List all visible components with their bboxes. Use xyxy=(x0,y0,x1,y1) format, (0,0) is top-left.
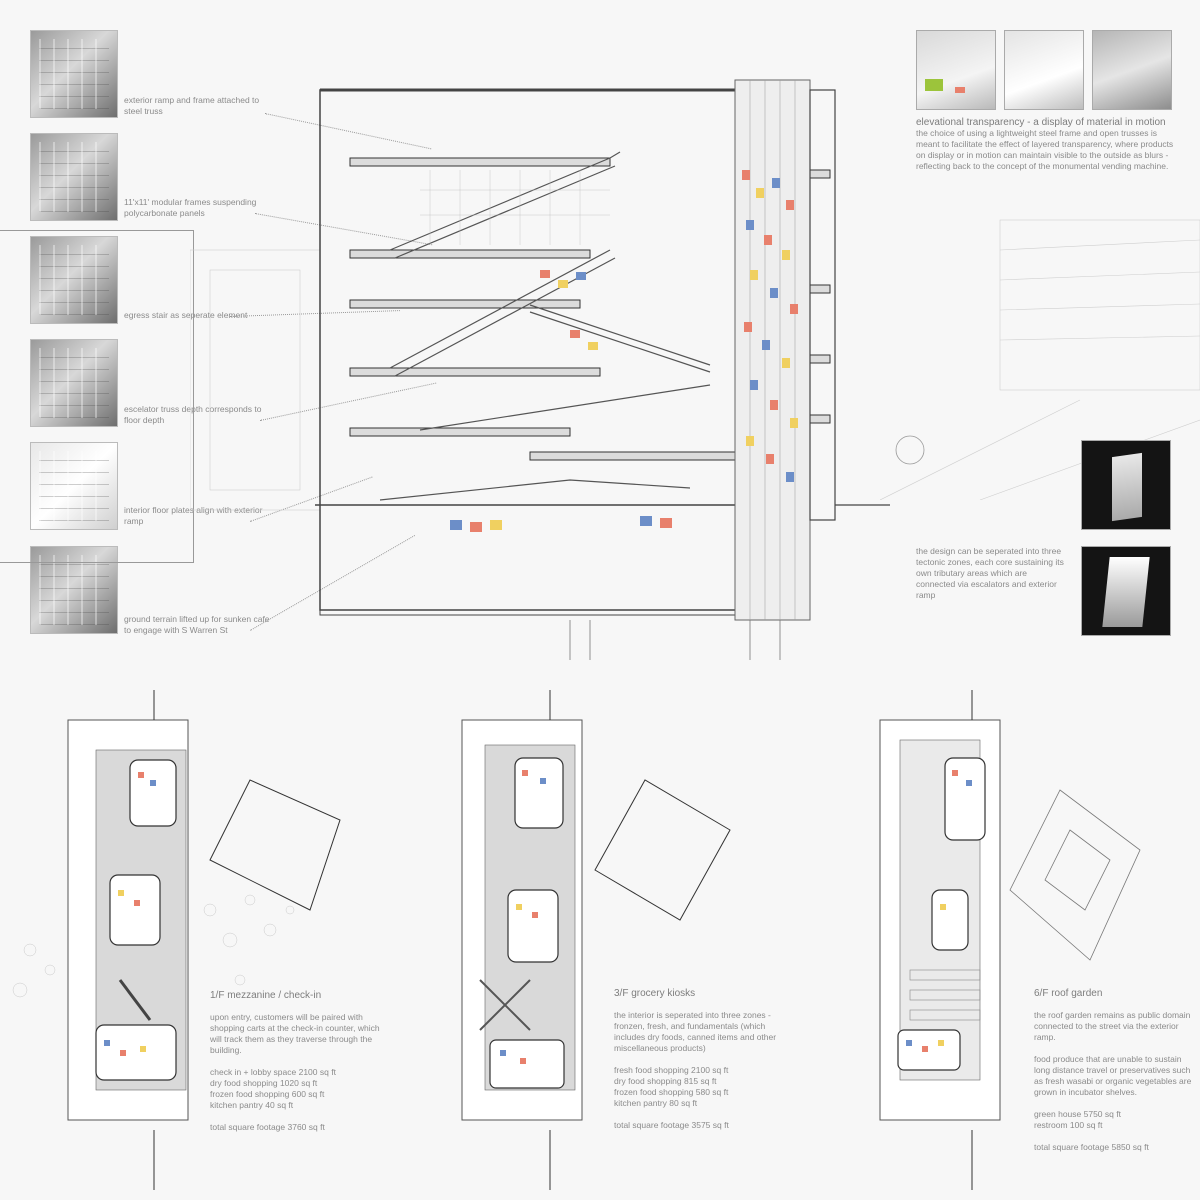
caption-terrain: ground terrain lifted up for sunken cafe… xyxy=(124,614,270,635)
model-photo-2 xyxy=(1004,30,1084,110)
plan-6f-desc: the roof garden remains as public domain… xyxy=(1034,1010,1191,1042)
modular-frame-photo xyxy=(30,133,118,221)
zones-text: the design can be seperated into three t… xyxy=(916,546,1064,600)
plan-3f-caption: 3/F grocery kiosks the interior is seper… xyxy=(614,988,794,1142)
plan-3f-total: total square footage 3575 sq ft xyxy=(614,1120,729,1130)
plan-1f-area: frozen food shopping 600 sq ft xyxy=(210,1089,325,1099)
plan-6f-desc2: food produce that are unable to sustain … xyxy=(1034,1054,1192,1097)
plan-1f-area: dry food shopping 1020 sq ft xyxy=(210,1078,318,1088)
model-detail-photo xyxy=(1081,546,1171,636)
caption-escalator: escelator truss depth corresponds to flo… xyxy=(124,404,262,425)
plan-3f-title: 3/F grocery kiosks xyxy=(614,988,696,999)
plan-6f-title: 6/F roof garden xyxy=(1034,988,1103,999)
building-section-drawing xyxy=(190,79,890,660)
plan-1f-area: check in + lobby space 2100 sq ft xyxy=(210,1067,336,1077)
model-tower-photo xyxy=(1081,440,1171,530)
plan-6f-area: restroom 100 sq ft xyxy=(1034,1120,1103,1130)
caption-ramp: exterior ramp and frame attached to stee… xyxy=(124,95,260,116)
plan-3f-area: kitchen pantry 80 sq ft xyxy=(614,1098,698,1108)
floor-plate-photo xyxy=(30,442,118,530)
plan-3f xyxy=(461,690,731,1190)
model-photo-1 xyxy=(916,30,996,110)
plan-1f-total: total square footage 3760 sq ft xyxy=(210,1122,325,1132)
plan-1f-caption: 1/F mezzanine / check-in upon entry, cus… xyxy=(210,990,390,1144)
plan-6f-caption: 6/F roof garden the roof garden remains … xyxy=(1034,988,1194,1164)
plan-1f-title: 1/F mezzanine / check-in xyxy=(210,990,322,1001)
elevation-title: elevational transparency - a display of … xyxy=(916,117,1166,128)
ramp-frame-photo xyxy=(30,30,118,118)
elevation-body: the choice of using a lightweight steel … xyxy=(916,128,1174,171)
plan-3f-area: dry food shopping 815 sq ft xyxy=(614,1076,717,1086)
plan-3f-desc: the interior is seperated into three zon… xyxy=(614,1010,777,1053)
caption-stair: egress stair as seperate element xyxy=(124,310,248,320)
plan-3f-area: fresh food shopping 2100 sq ft xyxy=(614,1065,729,1075)
bracket-frame xyxy=(0,230,194,563)
caption-frames: 11'x11' modular frames suspending polyca… xyxy=(124,197,257,218)
plan-1f xyxy=(12,690,341,1190)
plan-6f xyxy=(879,690,1141,1190)
ground-terrain-photo xyxy=(30,546,118,634)
plan-1f-desc: upon entry, customers will be paired wit… xyxy=(210,1012,380,1055)
street-perspective xyxy=(880,219,1200,500)
escalator-truss-photo xyxy=(30,339,118,427)
plan-1f-area: kitchen pantry 40 sq ft xyxy=(210,1100,294,1110)
model-photo-3 xyxy=(1092,30,1172,110)
plan-3f-area: frozen food shopping 580 sq ft xyxy=(614,1087,729,1097)
plan-6f-area: green house 5750 sq ft xyxy=(1034,1109,1121,1119)
egress-stair-photo xyxy=(30,236,118,324)
elevation-text-block: elevational transparency - a display of … xyxy=(916,117,1180,172)
plan-6f-total: total square footage 5850 sq ft xyxy=(1034,1142,1149,1152)
